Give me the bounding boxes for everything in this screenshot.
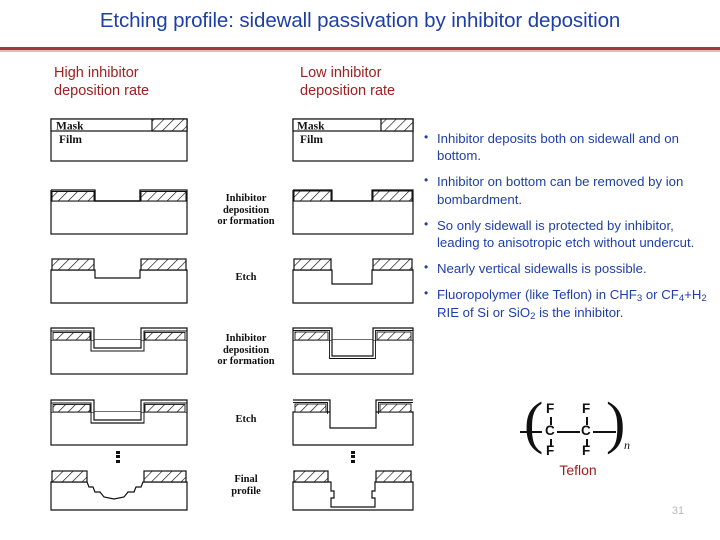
bullet-item-5: Fluoropolymer (like Teflon) in CHF3 or C… xyxy=(423,285,715,322)
teflon-structure-block: ( ) F F C C F F n Teflon xyxy=(498,394,658,478)
step-label-line: deposition xyxy=(222,204,270,216)
step-label-line: Final xyxy=(234,474,258,485)
step-label-inhibitor-deposition-1: Inhibitor deposition or formation xyxy=(186,193,306,228)
figure-left-step5-etch xyxy=(50,399,188,446)
step-label-inhibitor-deposition-2: Inhibitor deposition or formation xyxy=(186,333,306,368)
figure-left-step4-inhibitor-deposition xyxy=(50,327,188,375)
bullet5-part2: or CF xyxy=(642,287,679,303)
bullet-list: Inhibitor deposits both on sidewall and … xyxy=(423,129,715,330)
column-header-high-rate: High inhibitor deposition rate xyxy=(54,65,150,99)
bullet5-part1: Fluoropolymer (like Teflon) in CHF xyxy=(437,287,637,303)
atom-fluorine-top-right: F xyxy=(582,401,591,416)
teflon-caption: Teflon xyxy=(559,462,597,478)
bullet5-part5: is the inhibitor. xyxy=(535,304,624,320)
figure-label-film: Film xyxy=(59,134,82,146)
bond-c-c xyxy=(557,431,580,433)
ellipsis-left-column xyxy=(113,449,123,463)
figure-right-step6-final-profile xyxy=(292,470,414,511)
step-label-line: deposition xyxy=(222,344,270,356)
bullet-item-3: So only sidewall is protected by inhibit… xyxy=(423,216,715,251)
bullet5-sub3: 2 xyxy=(701,293,707,305)
figure-label-mask: Mask xyxy=(56,121,84,133)
step-label-line: or formation xyxy=(217,216,275,227)
paren-left-glyph: ( xyxy=(524,390,544,455)
figure-left-step6-final-profile xyxy=(50,470,188,511)
step-label-line: Inhibitor xyxy=(225,333,267,344)
figure-right-step4-inhibitor-deposition xyxy=(292,327,414,375)
figure-left-step3-etch xyxy=(50,258,188,304)
teflon-subscript-n: n xyxy=(624,438,630,452)
step-label-line: Inhibitor xyxy=(225,193,267,204)
teflon-chemical-formula: ( ) F F C C F F n xyxy=(498,394,658,460)
figure-left-step1-mask-film: Mask Film xyxy=(50,118,188,162)
atom-carbon-right: C xyxy=(581,423,591,438)
bullet-item-2: Inhibitor on bottom can be removed by io… xyxy=(423,172,715,207)
bullet5-part3: +H xyxy=(684,287,702,303)
step-label-line: profile xyxy=(231,485,261,497)
bullet-item-4: Nearly vertical sidewalls is possible. xyxy=(423,259,715,277)
figure-right-step2-inhibitor-deposition xyxy=(292,189,414,235)
figure-label-film: Film xyxy=(300,134,323,146)
bullet-item-1: Inhibitor deposits both on sidewall and … xyxy=(423,129,715,164)
figure-left-step2-inhibitor-deposition xyxy=(50,189,188,235)
atom-fluorine-top-left: F xyxy=(546,401,555,416)
title-divider xyxy=(0,47,720,50)
atom-fluorine-bottom-left: F xyxy=(546,443,555,458)
figure-right-step1-mask-film: Mask Film xyxy=(292,118,414,162)
step-label-etch-1: Etch xyxy=(235,272,257,283)
bullet5-sub4: 2 xyxy=(530,310,536,322)
slide-number: 31 xyxy=(671,505,685,517)
bond-c-f-bottom-left xyxy=(550,439,552,447)
step-label-etch-2: Etch xyxy=(235,414,257,425)
atom-carbon-left: C xyxy=(545,423,555,438)
paren-right-glyph: ) xyxy=(606,390,626,455)
figure-label-mask: Mask xyxy=(297,121,325,133)
bullet5-sub2: 4 xyxy=(678,293,685,305)
page-title: Etching profile: sidewall passivation by… xyxy=(99,9,621,32)
bullet5-part4: RIE of Si or SiO xyxy=(437,304,531,320)
figure-right-step3-etch xyxy=(292,258,414,304)
bond-f-c-top-left xyxy=(550,417,552,425)
atom-fluorine-bottom-right: F xyxy=(582,443,591,458)
title-divider-secondary xyxy=(0,50,720,52)
step-label-final-profile: Final profile xyxy=(186,474,306,497)
bond-c-f-bottom-right xyxy=(586,439,588,447)
column-header-low-rate: Low inhibitor deposition rate xyxy=(300,65,396,99)
bond-right-open xyxy=(593,431,616,433)
figure-right-step5-etch xyxy=(292,399,414,446)
bond-left-open xyxy=(520,431,542,433)
ellipsis-right-column xyxy=(348,449,358,463)
step-label-line: or formation xyxy=(217,356,275,367)
bullet5-sub1: 3 xyxy=(636,293,643,305)
bond-f-c-top-right xyxy=(586,417,588,425)
